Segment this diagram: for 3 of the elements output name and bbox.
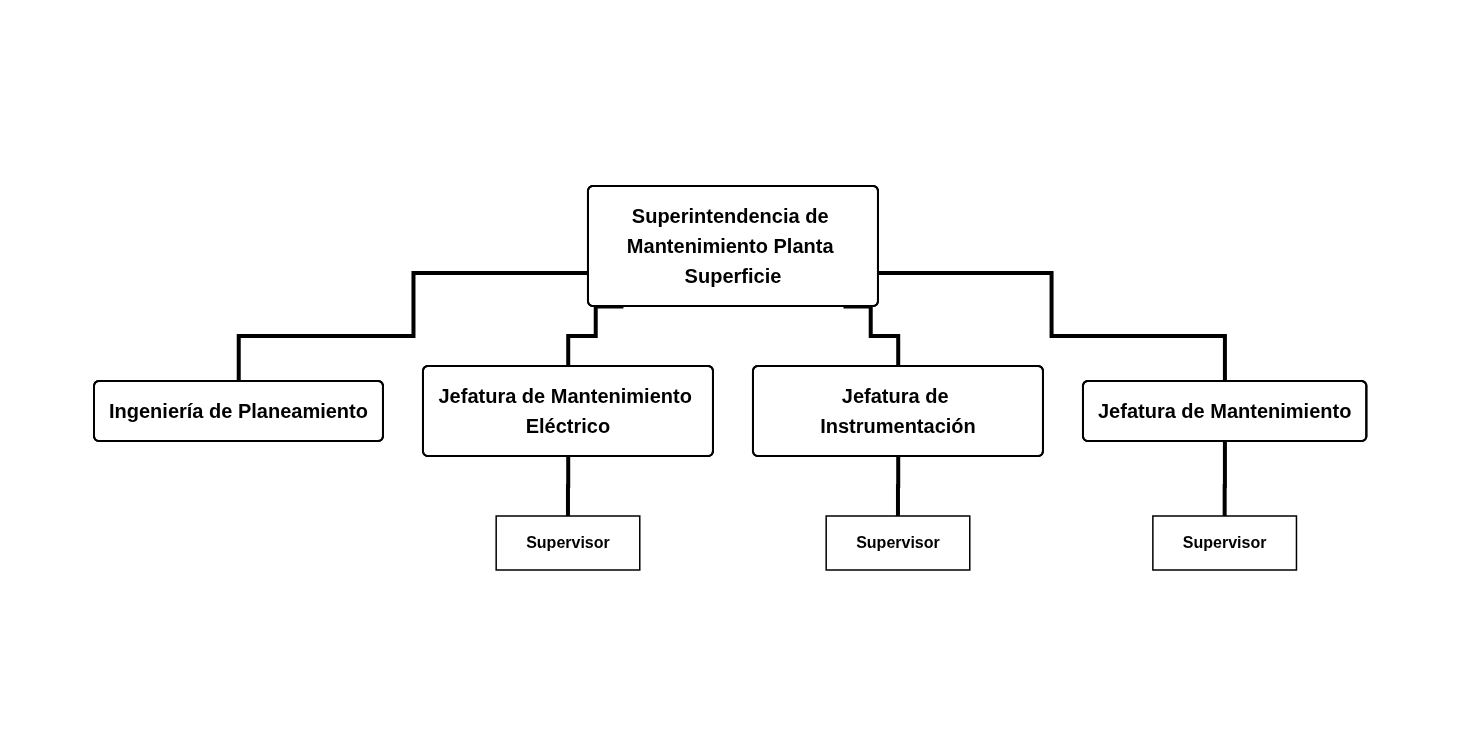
node-box: Supervisor <box>1152 514 1298 571</box>
node-box: Supervisor <box>495 514 641 571</box>
node-box: Supervisor <box>825 514 971 571</box>
